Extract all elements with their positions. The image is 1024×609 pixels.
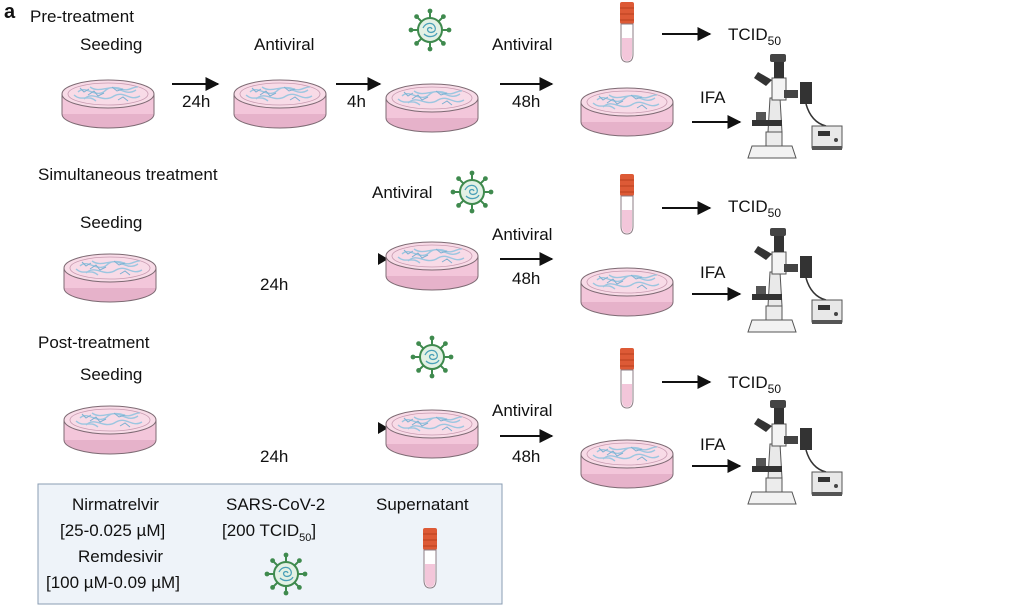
sim-tcid-readout: TCID50 [728,197,781,220]
petri-dish-icon [63,405,157,455]
legend-drug-2-name: Remdesivir [78,547,163,566]
microscope-icon [747,53,843,159]
legend-supernatant: Supernatant [376,495,469,514]
pre-antiviral-1: Antiviral [254,35,314,54]
sim-time-2: 48h [512,269,540,288]
sample-tube-icon [619,1,635,63]
petri-dish-icon [385,83,479,133]
sim-seeding-label: Seeding [80,213,142,232]
virus-icon [407,7,453,53]
sim-antiviral-1: Antiviral [372,183,432,202]
petri-dish-icon [61,79,155,129]
petri-dish-icon [385,409,479,459]
post-time-2: 48h [512,447,540,466]
sample-tube-icon [619,173,635,235]
sim-ifa-readout: IFA [700,263,726,282]
sim-antiviral-2: Antiviral [492,225,552,244]
post-ifa-readout: IFA [700,435,726,454]
petri-dish-icon [63,253,157,303]
post-antiviral-2: Antiviral [492,401,552,420]
legend-drug-1-range: [25-0.025 µM] [60,521,165,540]
sim-time-1: 24h [260,275,288,294]
legend-box: Nirmatrelvir [25-0.025 µM] Remdesivir [1… [37,483,503,605]
virus-icon [263,551,309,597]
simultaneous-treatment-row: Simultaneous treatment Seeding 24h Antiv… [38,165,843,333]
arrow-icon [378,422,388,434]
post-tcid-readout: TCID50 [728,373,781,396]
post-time-1: 24h [260,447,288,466]
legend-drug-2-range: [100 µM-0.09 µM] [46,573,180,592]
petri-dish-icon [233,79,327,129]
pre-time-1: 24h [182,92,210,111]
post-treatment-title: Post-treatment [38,333,150,352]
petri-dish-icon [580,267,674,317]
legend-drug-1-name: Nirmatrelvir [72,495,159,514]
sample-tube-icon [619,347,635,409]
arrow-icon [378,253,388,265]
pre-antiviral-2: Antiviral [492,35,552,54]
pre-treatment-title: Pre-treatment [30,7,134,26]
legend-virus-dose: [200 TCID50] [222,521,316,544]
pre-treatment-row: Pre-treatment Seeding 24h Antiviral 4h A… [30,1,843,159]
petri-dish-icon [580,87,674,137]
post-treatment-row: Post-treatment Seeding 24h Antiviral 48h… [38,333,843,505]
pre-ifa-readout: IFA [700,88,726,107]
post-seeding-label: Seeding [80,365,142,384]
petri-dish-icon [580,439,674,489]
virus-icon [449,169,495,215]
petri-dish-icon [385,241,479,291]
simultaneous-treatment-title: Simultaneous treatment [38,165,218,184]
microscope-icon [747,227,843,333]
sample-tube-icon [422,527,438,589]
panel-label: a [4,1,16,23]
microscope-icon [747,399,843,505]
pre-time-3: 48h [512,92,540,111]
legend-virus-name: SARS-CoV-2 [226,495,325,514]
pre-tcid-readout: TCID50 [728,25,781,48]
virus-icon [409,334,455,380]
pre-seeding-label: Seeding [80,35,142,54]
pre-time-2: 4h [347,92,366,111]
